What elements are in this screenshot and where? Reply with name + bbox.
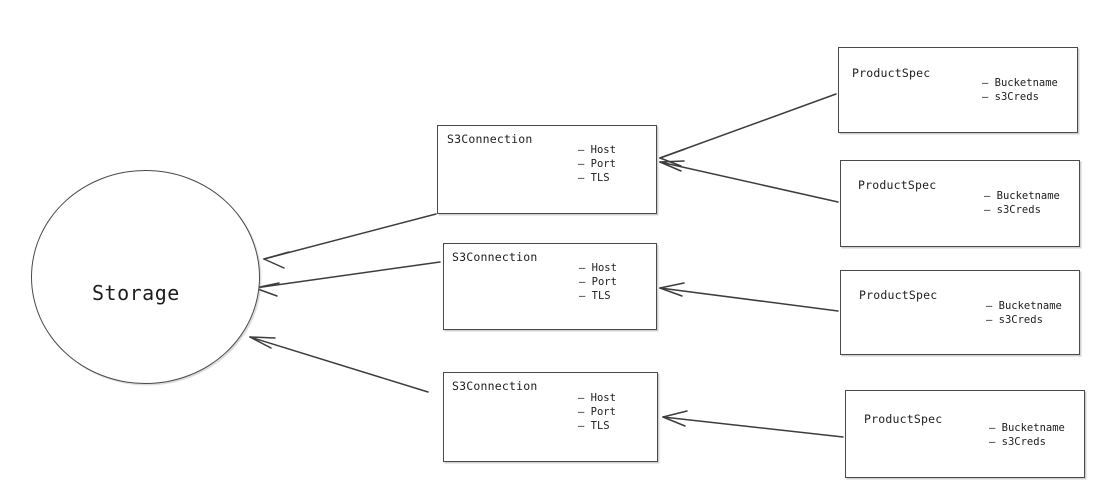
- attr-host: – Host: [578, 144, 616, 156]
- edge-spec2-to-conn1: [659, 160, 839, 203]
- productspec-box-3[interactable]: [840, 270, 1080, 355]
- attr-port: – Port: [578, 406, 616, 418]
- edge-conn1-to-storage: [263, 213, 437, 269]
- productspec-box-2[interactable]: [840, 160, 1080, 247]
- productspec-attrs-1: – Bucketname – s3Creds: [982, 76, 1058, 104]
- attr-port: – Port: [578, 158, 616, 170]
- attr-bucketname: – Bucketname: [986, 300, 1062, 312]
- s3connection-attrs-1: – Host – Port – TLS: [578, 143, 616, 185]
- attr-bucketname: – Bucketname: [984, 190, 1060, 202]
- productspec-attrs-3: – Bucketname – s3Creds: [986, 299, 1062, 327]
- s3connection-box-2[interactable]: [443, 243, 657, 330]
- attr-s3creds: – s3Creds: [984, 204, 1041, 216]
- attr-tls: – TLS: [578, 420, 610, 432]
- storage-node[interactable]: [31, 170, 260, 384]
- edge-spec4-to-conn3: [662, 410, 844, 438]
- s3connection-title-2: S3Connection: [452, 250, 538, 264]
- productspec-attrs-2: – Bucketname – s3Creds: [984, 189, 1060, 217]
- productspec-box-1[interactable]: [838, 47, 1078, 133]
- edge-conn3-to-storage: [249, 336, 429, 393]
- attr-tls: – TLS: [578, 172, 610, 184]
- productspec-attrs-4: – Bucketname – s3Creds: [989, 421, 1065, 449]
- s3connection-box-1[interactable]: [437, 125, 657, 214]
- attr-tls: – TLS: [579, 290, 611, 302]
- attr-host: – Host: [579, 262, 617, 274]
- attr-port: – Port: [579, 276, 617, 288]
- productspec-title-2: ProductSpec: [858, 178, 937, 192]
- s3connection-box-3[interactable]: [443, 372, 658, 462]
- attr-bucketname: – Bucketname: [989, 422, 1065, 434]
- edge-spec3-to-conn2: [659, 282, 839, 312]
- attr-bucketname: – Bucketname: [982, 77, 1058, 89]
- s3connection-title-1: S3Connection: [447, 132, 533, 146]
- attr-host: – Host: [578, 392, 616, 404]
- s3connection-title-3: S3Connection: [452, 379, 538, 393]
- attr-s3creds: – s3Creds: [986, 314, 1043, 326]
- attr-s3creds: – s3Creds: [989, 436, 1046, 448]
- productspec-title-1: ProductSpec: [852, 66, 931, 80]
- s3connection-attrs-2: – Host – Port – TLS: [579, 261, 617, 303]
- attr-s3creds: – s3Creds: [982, 91, 1039, 103]
- s3connection-attrs-3: – Host – Port – TLS: [578, 391, 616, 433]
- productspec-box-4[interactable]: [845, 390, 1085, 478]
- edge-spec1-to-conn1: [659, 93, 837, 167]
- productspec-title-4: ProductSpec: [864, 412, 943, 426]
- storage-label: Storage: [92, 281, 180, 305]
- productspec-title-3: ProductSpec: [859, 288, 938, 302]
